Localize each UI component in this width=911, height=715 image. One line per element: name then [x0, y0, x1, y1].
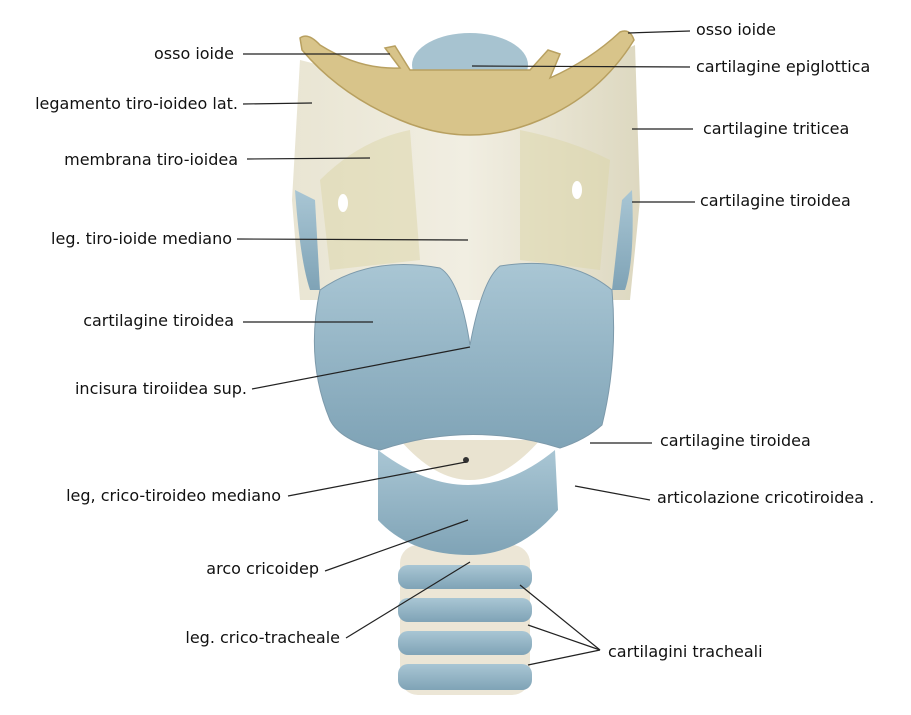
thyroid-cartilage [313, 262, 615, 451]
label-cartilagine-epiglottica: cartilagine epiglottica [696, 57, 871, 76]
label-legamento-tiro-ioideo-lat: legamento tiro-ioideo lat. [35, 94, 238, 113]
label-leg-tiro-ioide-mediano: leg. tiro-ioide mediano [51, 229, 232, 248]
label-articolazione-cricotiroidea: articolazione cricotiroidea . [657, 488, 875, 507]
leader-lines [236, 30, 695, 666]
label-membrana-tiro-ioidea: membrana tiro-ioidea [64, 150, 238, 169]
label-cartilagine-tiroidea-lower: cartilagine tiroidea [660, 431, 811, 450]
label-cartilagine-tiroidea-upper: cartilagine tiroidea [700, 191, 851, 210]
hyoid-bone [299, 30, 635, 136]
trachea [398, 545, 532, 695]
label-leg-crico-tiroideo-mediano: leg, crico-tiroideo mediano [66, 486, 281, 505]
label-osso-ioide-right: osso ioide [696, 20, 777, 39]
label-cartilagini-tracheali: cartilagini tracheali [608, 642, 763, 661]
label-leg-crico-tracheale: leg. crico-tracheale [185, 628, 340, 647]
label-osso-ioide-left: osso ioide [153, 44, 234, 63]
label-incisura-tiroidea-sup: incisura tiroiidea sup. [74, 379, 247, 398]
label-cartilagine-triticea: cartilagine triticea [703, 119, 850, 138]
cricoid-arch [378, 450, 558, 555]
label-cartilagine-tiroidea-left: cartilagine tiroidea [83, 311, 234, 330]
label-arco-cricoideo: arco cricoidep [206, 559, 319, 578]
